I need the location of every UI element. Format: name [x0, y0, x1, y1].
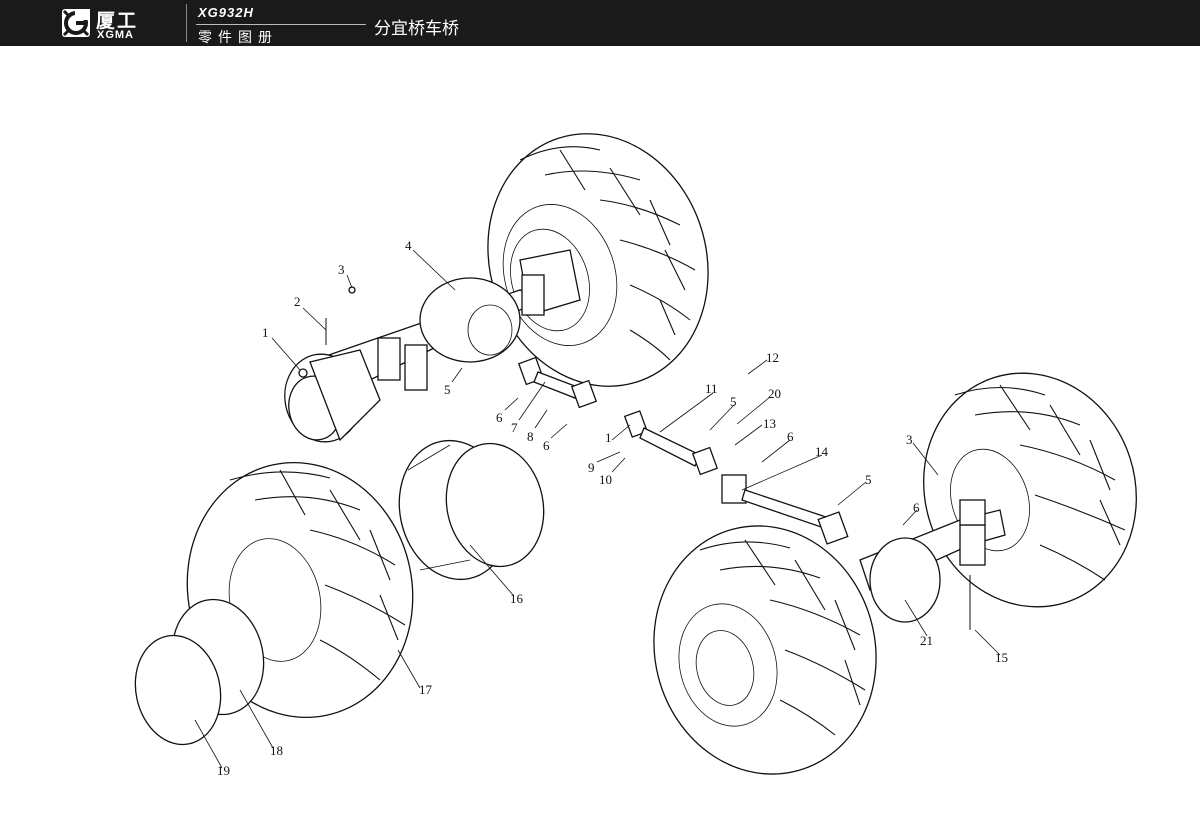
callout-3: 3 [338, 262, 345, 277]
loose-wheel-parts [134, 439, 545, 746]
callout-10: 10 [599, 472, 612, 487]
callout-15: 15 [995, 650, 1008, 665]
propeller-shaft-front [623, 410, 849, 545]
rim-16 [398, 439, 545, 581]
header-rule [196, 24, 366, 25]
callout-8: 8 [527, 429, 534, 444]
callout-5c: 5 [865, 472, 872, 487]
header-bar: 厦工 XGMA XG932H 零件图册 分宜桥车桥 [0, 0, 1200, 46]
rear-axle-assembly [284, 133, 709, 443]
rear-right-wheel [487, 133, 709, 387]
callout-5: 5 [444, 382, 451, 397]
xgma-logo-icon [62, 9, 90, 37]
callouts: 1 2 3 4 5 6 7 8 6 1 9 10 11 5 12 20 13 6… [217, 238, 1008, 778]
page-title: 分宜桥车桥 [374, 19, 459, 39]
callout-1: 1 [262, 325, 269, 340]
brand-name-cn: 厦工 [96, 10, 139, 32]
callout-14: 14 [815, 444, 829, 459]
brand-name-en: XGMA [97, 29, 134, 41]
callout-13: 13 [763, 416, 776, 431]
callout-6c: 6 [787, 429, 794, 444]
propeller-shaft-rear [517, 356, 598, 409]
catalog-title: 零件图册 [198, 30, 278, 46]
callout-21: 21 [920, 633, 933, 648]
callout-5b: 5 [730, 394, 737, 409]
callout-6d: 6 [913, 500, 920, 515]
callout-16: 16 [510, 591, 524, 606]
callout-2: 2 [294, 294, 301, 309]
callout-18: 18 [270, 743, 283, 758]
front-left-wheel [653, 525, 877, 775]
callout-12: 12 [766, 350, 779, 365]
callout-19: 19 [217, 763, 230, 778]
callout-11: 11 [705, 381, 718, 396]
model-code: XG932H [198, 5, 254, 20]
callout-3b: 3 [906, 432, 913, 447]
callout-4: 4 [405, 238, 412, 253]
callout-20: 20 [768, 386, 781, 401]
callout-1b: 1 [605, 430, 612, 445]
front-axle-assembly [653, 372, 1137, 775]
callout-6b: 6 [543, 438, 550, 453]
callout-7: 7 [511, 420, 518, 435]
callout-9: 9 [588, 460, 595, 475]
header-divider [186, 4, 187, 42]
leader-lines [194, 249, 1001, 769]
exploded-axle-diagram: 1 2 3 4 5 6 7 8 6 1 9 10 11 5 12 20 13 6… [134, 133, 1137, 778]
callout-17: 17 [419, 682, 433, 697]
seal-ring-19 [134, 634, 222, 746]
callout-6: 6 [496, 410, 503, 425]
